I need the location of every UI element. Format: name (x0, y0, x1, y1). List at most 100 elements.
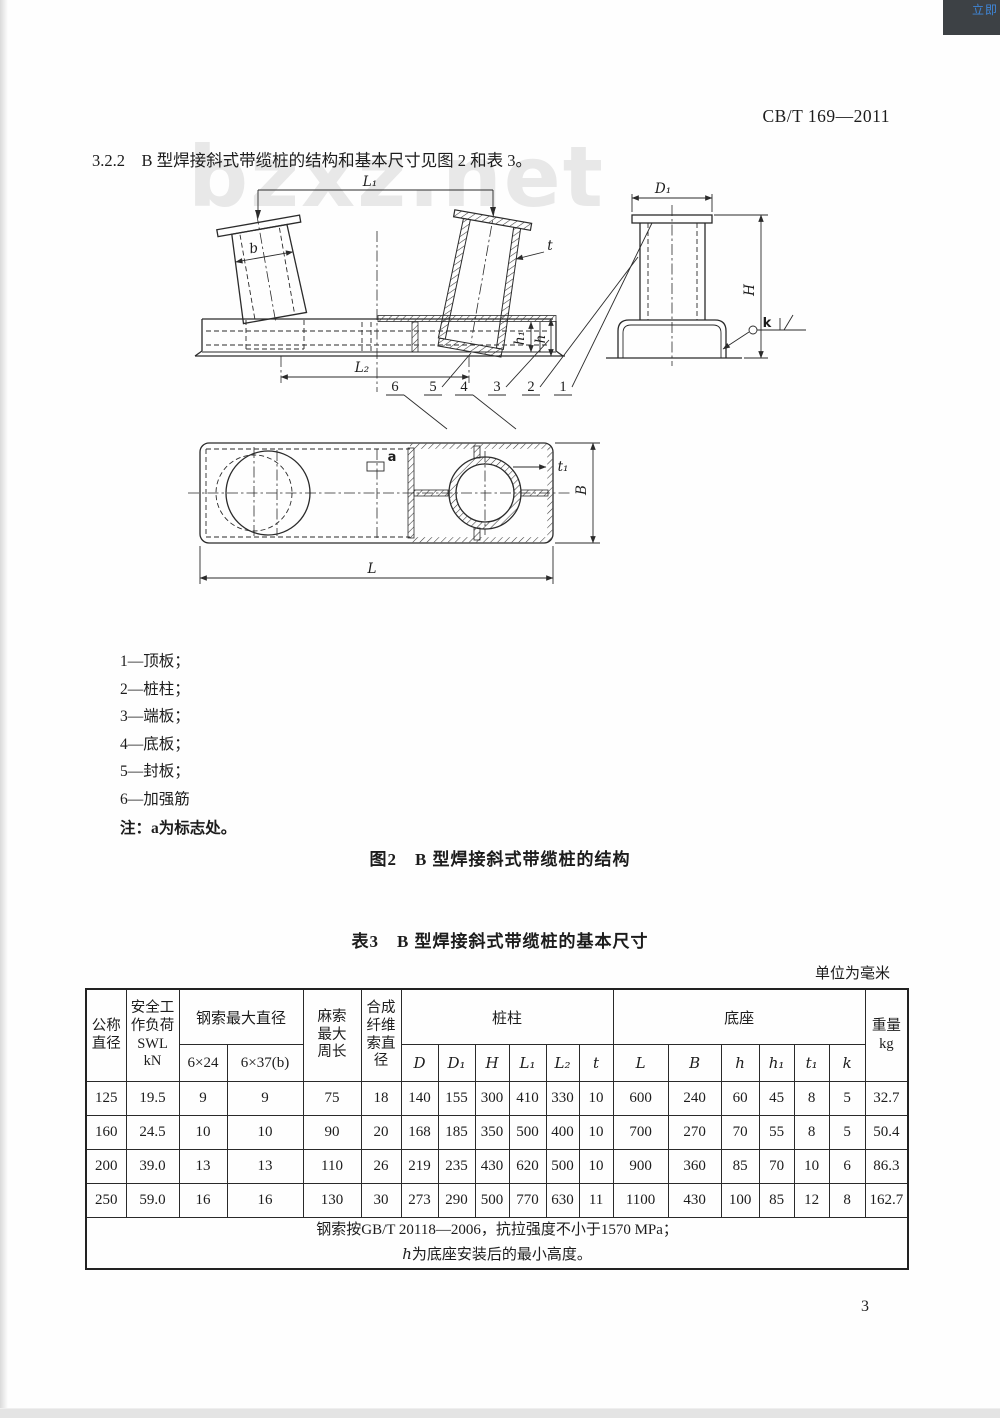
table-cell: 240 (667, 1081, 722, 1116)
table-cell: 45 (758, 1081, 795, 1116)
label-k: k (763, 316, 772, 331)
page-bottom-edge (0, 1408, 1000, 1418)
table-cell: 20 (360, 1115, 402, 1150)
doc-number: CB/T 169—2011 (762, 106, 890, 126)
col-header-k: k (828, 1044, 866, 1082)
units-note: 单位为毫米 (814, 966, 890, 982)
table-cell: 30 (360, 1183, 402, 1218)
table-cell: 9 (226, 1081, 304, 1116)
dim-H: H (714, 214, 768, 359)
legend-item-1: 1—顶板； (120, 653, 190, 670)
weld-symbol: k (722, 314, 806, 350)
col-header-h1: h₁ (758, 1044, 795, 1082)
table-cell: 9 (178, 1081, 228, 1116)
col-header-swl: 安全工 作负荷 SWL kN (125, 988, 180, 1082)
table-cell: 290 (437, 1183, 476, 1218)
base-elevation (194, 315, 565, 357)
label-t1: t₁ (558, 459, 569, 475)
table-cell: 60 (720, 1081, 760, 1116)
table-cell: 900 (612, 1149, 669, 1184)
table-cell: 300 (474, 1081, 510, 1116)
table-cell: 410 (508, 1081, 547, 1116)
legend-item-3: 3—端板； (120, 708, 190, 725)
table-cell: 185 (437, 1115, 476, 1150)
table-cell: 8 (828, 1183, 866, 1218)
dim-t: t (515, 238, 553, 260)
table-cell: 8 (793, 1081, 830, 1116)
corner-overlay-button[interactable]: 立即 (943, 0, 1000, 35)
table-cell: 162.7 (864, 1183, 909, 1218)
table-cell: 19.5 (125, 1081, 180, 1116)
figure-legend: 1—顶板； 2—桩柱； 3—端板； 4—底板； 5—封板； 6—加强筋 注：a为… (120, 648, 236, 843)
table-cell: 13 (226, 1149, 304, 1184)
figure-drawing: L₁ b (188, 175, 806, 584)
part-leaders: 6 5 4 3 2 1 (386, 222, 653, 430)
part-number-2: 2 (527, 379, 534, 395)
table-cell: 85 (758, 1183, 795, 1218)
table-cell: 160 (85, 1115, 127, 1150)
table-cell: 10 (793, 1149, 830, 1184)
label-L1: L₁ (362, 175, 377, 190)
table-cell: 500 (545, 1149, 580, 1184)
table-cell: 5 (828, 1081, 866, 1116)
table-cell: 70 (758, 1149, 795, 1184)
table-cell: 235 (437, 1149, 476, 1184)
label-b: b (248, 240, 259, 257)
part-number-3: 3 (493, 379, 500, 395)
table-cell: 10 (578, 1149, 614, 1184)
dim-L: L (199, 546, 554, 584)
page-number: 3 (861, 1298, 869, 1315)
table-cell: 770 (508, 1183, 547, 1218)
dim-D1: D₁ (631, 181, 713, 212)
table-cell: 430 (474, 1149, 510, 1184)
col-header-L: L (612, 1044, 669, 1082)
dimensions-table: 公称 直径 安全工 作负荷 SWL kN 钢索最大直径 麻索 最大 周长 合成 … (85, 988, 910, 1270)
col-header-B: B (667, 1044, 722, 1082)
marking-position: a (366, 450, 396, 472)
table-cell: 219 (400, 1149, 439, 1184)
section-paragraph: 3.2.2 B 型焊接斜式带缆桩的结构和基本尺寸见图 2 和表 3。 (92, 151, 533, 170)
table-cell: 18 (360, 1081, 402, 1116)
table-footnotes: 钢索按GB/T 20118—2006，抗拉强度不小于1570 MPa； h为底座… (85, 1217, 909, 1270)
part-number-6: 6 (391, 379, 398, 395)
legend-item-5: 5—封板； (120, 763, 190, 780)
table-cell: 330 (545, 1081, 580, 1116)
dim-L1: L₁ (255, 175, 496, 219)
table-cell: 12 (793, 1183, 830, 1218)
label-H: H (742, 284, 758, 297)
col-header-6x37b: 6×37(b) (226, 1044, 304, 1082)
part-number-4: 4 (460, 379, 468, 395)
figure-note: 注：a为标志处。 (120, 820, 237, 837)
col-header-post: 桩柱 (400, 988, 614, 1045)
plan-view: a t₁ B L (188, 231, 600, 584)
table-footnote-2: h为底座安装后的最小高度。 (87, 1243, 907, 1267)
col-header-H: H (474, 1044, 510, 1082)
elevation-view: L₁ b (194, 175, 653, 430)
col-header-steel-rope: 钢索最大直径 (178, 988, 304, 1045)
table-footnote-1: 钢索按GB/T 20118—2006，抗拉强度不小于1570 MPa； (316, 1222, 678, 1239)
col-header-weight: 重量 kg (864, 988, 909, 1082)
col-header-L1: L₁ (508, 1044, 547, 1082)
table-cell: 250 (85, 1183, 127, 1218)
table-cell: 10 (226, 1115, 304, 1150)
table-cell: 90 (302, 1115, 362, 1150)
table-cell: 16 (178, 1183, 228, 1218)
table-cell: 85 (720, 1149, 760, 1184)
table-cell: 8 (793, 1115, 830, 1150)
col-header-h: h (720, 1044, 760, 1082)
table-cell: 16 (226, 1183, 304, 1218)
col-header-L2: L₂ (545, 1044, 580, 1082)
table-cell: 86.3 (864, 1149, 909, 1184)
table-cell: 168 (400, 1115, 439, 1150)
table-cell: 11 (578, 1183, 614, 1218)
table-cell: 620 (508, 1149, 547, 1184)
dim-h: h (533, 318, 554, 357)
table-cell: 1100 (612, 1183, 669, 1218)
table-cell: 6 (828, 1149, 866, 1184)
dim-h1: h₁ (512, 321, 534, 353)
table-cell: 50.4 (864, 1115, 909, 1150)
table-cell: 10 (578, 1115, 614, 1150)
